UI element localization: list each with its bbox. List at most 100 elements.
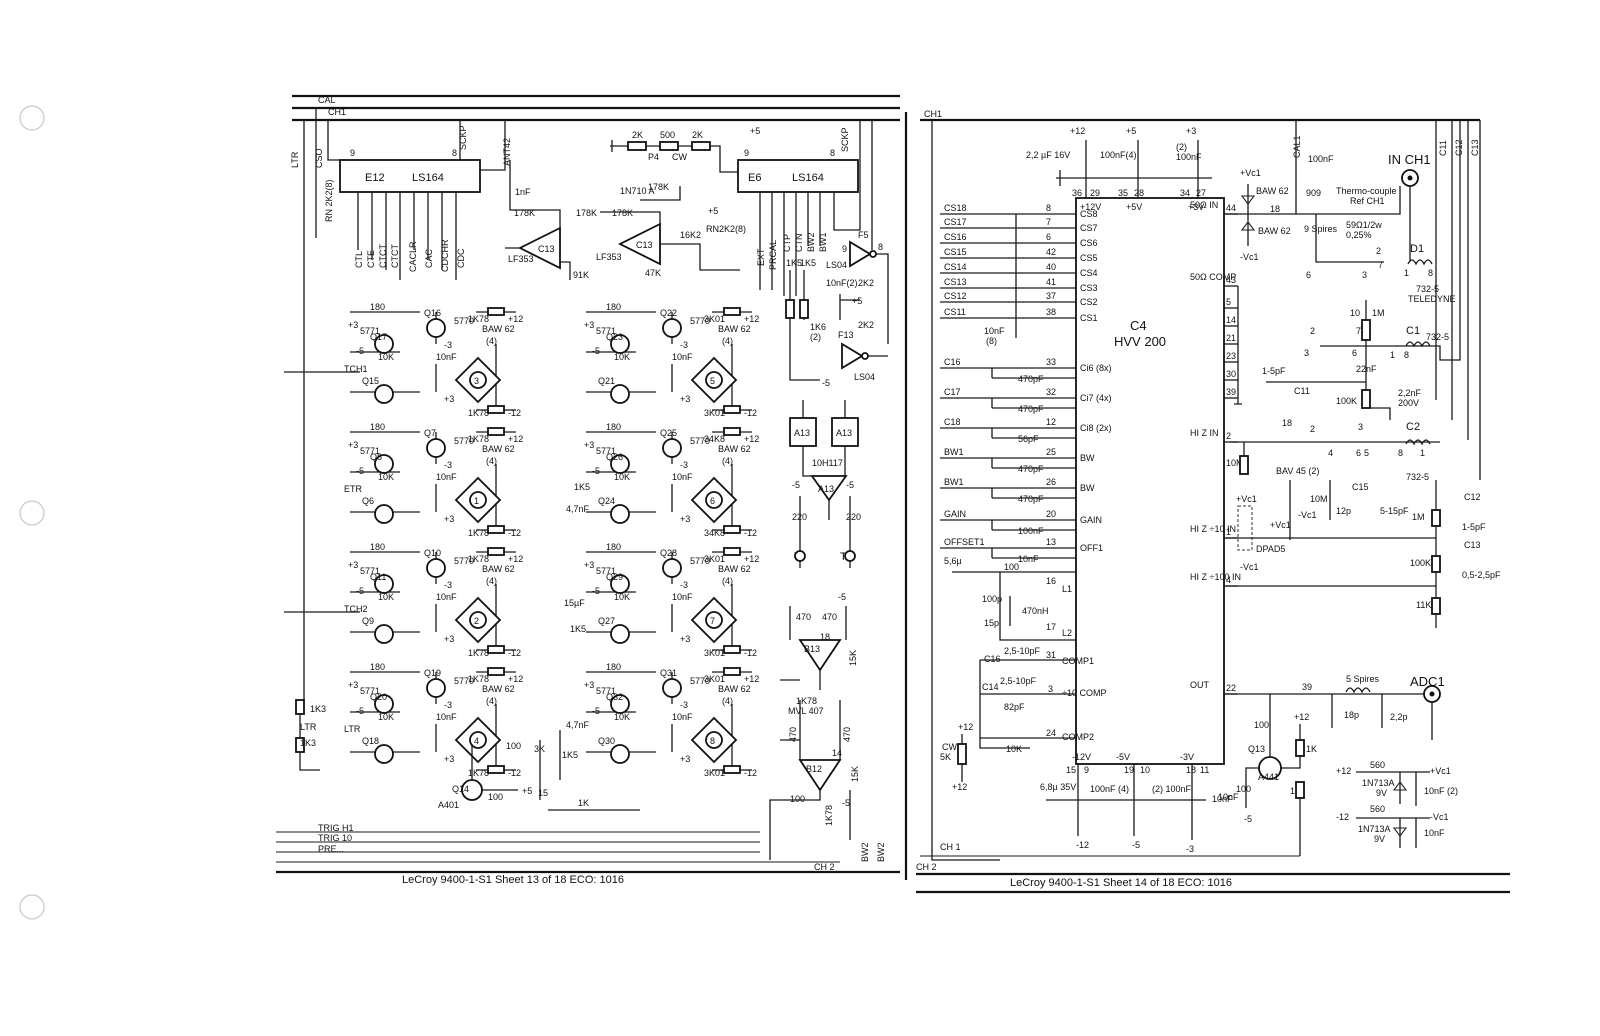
svg-text:8: 8 — [1428, 268, 1433, 278]
supply: -5 — [592, 346, 600, 356]
resistor-value: 180 — [606, 542, 621, 552]
svg-text:-5: -5 — [1244, 814, 1252, 824]
svg-text:5,6µ: 5,6µ — [944, 556, 962, 566]
svg-text:18: 18 — [1282, 418, 1292, 428]
svg-text:1N710 A: 1N710 A — [620, 186, 655, 196]
net-label: CS14 — [944, 262, 967, 272]
pin-number: 1 — [1226, 527, 1231, 537]
resistor-value: 15 — [538, 788, 548, 798]
supply: -5 — [592, 706, 600, 716]
svg-text:8: 8 — [452, 148, 457, 158]
pin-number: 22 — [1226, 683, 1236, 693]
pin-name: 50Ω IN — [1190, 200, 1218, 210]
svg-text:CTN: CTN — [794, 234, 804, 253]
transistor — [426, 318, 446, 338]
svg-text:19: 19 — [1124, 765, 1134, 775]
trim-cw: +12 CW 5K +12 10K — [940, 722, 1022, 792]
supply: -12 — [508, 528, 521, 538]
svg-text:CDCHR: CDCHR — [440, 239, 450, 272]
svg-text:+Vc1: +Vc1 — [1270, 520, 1291, 530]
diode-type: BAW 62 — [482, 684, 515, 694]
svg-text:2,5-10pF: 2,5-10pF — [1004, 646, 1041, 656]
diode-type: BAW 62 — [718, 444, 751, 454]
hiz-network: 10 1M 22nF 1-5pF C11 100K 2,2nF 200V 10M… — [1226, 300, 1425, 572]
svg-text:C13: C13 — [538, 244, 555, 254]
svg-text:39: 39 — [1302, 682, 1312, 692]
svg-text:5 Spires: 5 Spires — [1346, 674, 1380, 684]
cap-value: 10nF — [672, 712, 693, 722]
svg-text:9V: 9V — [1376, 788, 1387, 798]
svg-text:2: 2 — [1310, 424, 1315, 434]
supply: +3 — [348, 440, 358, 450]
supply: -12 — [744, 768, 757, 778]
svg-text:10nF (2): 10nF (2) — [1424, 786, 1458, 796]
transistor-ref: Q19 — [424, 668, 441, 678]
pin-name: CS5 — [1080, 253, 1098, 263]
pin-name: HI Z IN — [1190, 428, 1219, 438]
svg-text:2,2 µF 16V: 2,2 µF 16V — [1026, 150, 1070, 160]
svg-text:36: 36 — [1072, 188, 1082, 198]
opamp-c13-b: C13 LF353 178K 1N710 A 178K 16K2 47K — [596, 182, 740, 278]
svg-text:732-5: 732-5 — [1426, 332, 1449, 342]
svg-text:16: 16 — [1046, 576, 1056, 586]
bridge-input-label: TCH2 — [344, 604, 368, 614]
net-label: CS13 — [944, 277, 967, 287]
transistor-ref: Q8 — [370, 452, 382, 462]
supply: +3 — [680, 394, 690, 404]
diode-type: BAW 62 — [718, 564, 751, 574]
svg-text:-12: -12 — [1076, 840, 1089, 850]
supply: +3 — [680, 634, 690, 644]
supply: +3 — [348, 560, 358, 570]
svg-text:100nF (4): 100nF (4) — [1090, 784, 1129, 794]
svg-text:178K: 178K — [648, 182, 669, 192]
supply: -5 — [356, 466, 364, 476]
resistor-value: 180 — [606, 422, 621, 432]
gate-a13: A13 A13 10H117 A13 -5 -5 220 220 T T — [789, 400, 861, 568]
svg-text:CH 2: CH 2 — [814, 862, 835, 872]
bridge-input-label: LTR — [344, 724, 361, 734]
svg-text:34: 34 — [1180, 188, 1190, 198]
net-label: C17 — [944, 387, 961, 397]
svg-text:SCKP: SCKP — [458, 125, 468, 150]
pin-name: BW — [1080, 483, 1095, 493]
bridge-input-label: ETR — [344, 484, 363, 494]
transistor-q14: Q14 A401 100 +5 — [438, 744, 532, 810]
svg-text:C16: C16 — [984, 654, 1001, 664]
svg-text:31: 31 — [1046, 650, 1056, 660]
svg-text:TELEDYNE: TELEDYNE — [1408, 294, 1456, 304]
resistor-value: 180 — [370, 422, 385, 432]
svg-text:LF353: LF353 — [596, 252, 622, 262]
svg-text:A401: A401 — [438, 800, 459, 810]
svg-text:1-5pF: 1-5pF — [1462, 522, 1486, 532]
transistor-type: 5771 — [596, 686, 616, 696]
pin-number: 33 — [1046, 357, 1056, 367]
svg-text:+Vc1: +Vc1 — [1430, 766, 1451, 776]
svg-text:-5: -5 — [842, 798, 850, 808]
svg-text:1: 1 — [1420, 448, 1425, 458]
resistor-value: 180 — [606, 302, 621, 312]
svg-text:B12: B12 — [806, 764, 822, 774]
transistor-ref: Q6 — [362, 496, 374, 506]
svg-text:-Vc1: -Vc1 — [1240, 252, 1259, 262]
c4-pin-14: 14 — [1224, 315, 1238, 327]
transistor — [374, 624, 394, 644]
svg-text:220: 220 — [846, 512, 861, 522]
chip-c4: C4 HVV 200 — [1075, 197, 1225, 765]
diode-type: BAW 62 — [482, 564, 515, 574]
relay-c2: C2 732-5 18 2 4 3 6 5 8 1 — [1230, 418, 1440, 482]
supply: +3 — [584, 560, 594, 570]
transistor-ref: Q31 — [660, 668, 677, 678]
svg-text:200V: 200V — [1398, 398, 1419, 408]
transistor-ref: Q16 — [424, 308, 441, 318]
svg-text:IN CH1: IN CH1 — [1388, 152, 1431, 167]
gate-parts: 1K5 1K5 10nF(2) 2K2 +5 2K2 1K6 (2) -5 — [785, 258, 874, 388]
supply: +12 — [508, 434, 523, 444]
svg-text:TRIG H1: TRIG H1 — [318, 823, 354, 833]
svg-text:47K: 47K — [645, 268, 661, 278]
svg-text:-3V: -3V — [1180, 752, 1194, 762]
svg-text:+5: +5 — [750, 126, 760, 136]
gate-f13: F13 LS04 — [838, 330, 888, 382]
svg-text:+12V: +12V — [1080, 202, 1101, 212]
net-label: CS16 — [944, 232, 967, 242]
svg-text:1M: 1M — [1372, 308, 1385, 318]
